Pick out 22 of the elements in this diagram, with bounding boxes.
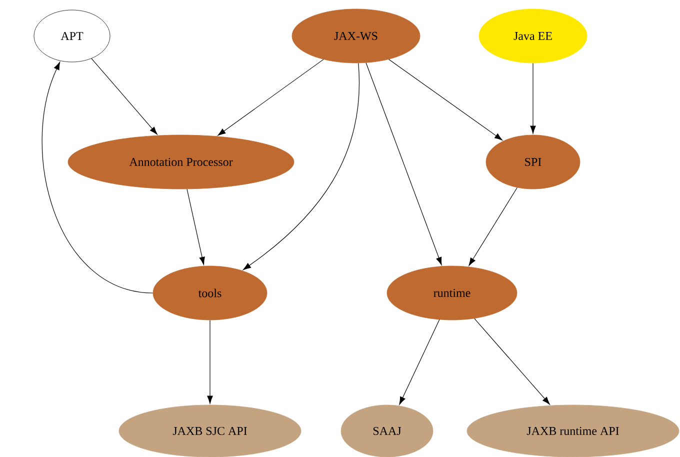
arrow [91,58,158,135]
arrow [468,187,518,266]
arrow [218,59,324,136]
arrow [399,319,440,405]
ellipse-node: Java EE [478,8,588,64]
arrow [388,59,502,140]
ellipse-node: JAX-WS [292,8,420,64]
arrow [186,188,205,265]
arrow [207,320,213,404]
arrow [530,62,536,134]
ellipse-node: SAAJ [340,404,434,457]
arrow [474,318,550,405]
ellipse-node: APT [34,10,110,62]
arrow [42,62,154,294]
ellipse-node: Annotation Processor [68,134,294,190]
ellipse-node: tools [152,266,268,320]
ellipse-node: JAXB SJC API [118,404,302,457]
ellipse-node: runtime [386,266,518,320]
arrow [366,62,442,266]
ellipse-node: JAXB runtime API [466,404,680,457]
arrow [242,62,360,270]
ellipse-node: SPI [486,134,580,190]
